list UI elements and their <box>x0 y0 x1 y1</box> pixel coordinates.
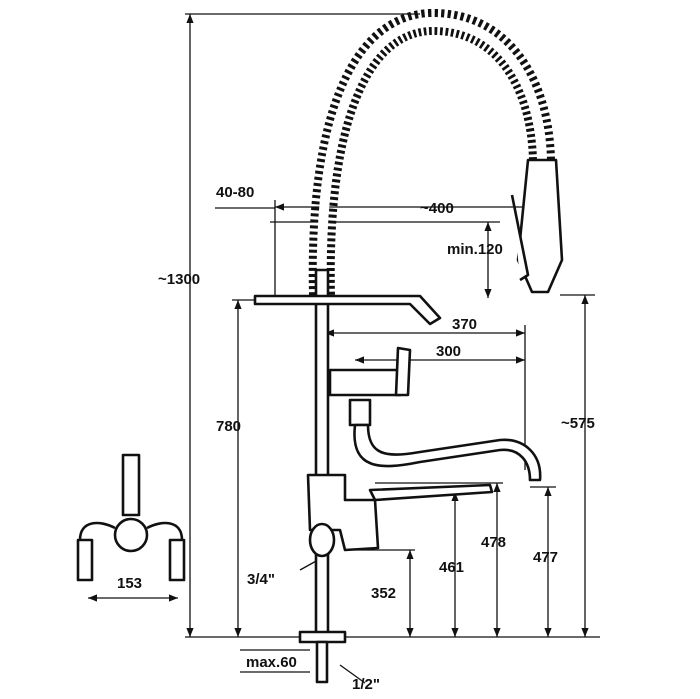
spray-head <box>516 158 564 294</box>
mixer-lever <box>368 483 494 502</box>
label-300: 300 <box>436 343 461 360</box>
label-3-4: 3/4" <box>247 571 275 588</box>
label-max-60: max.60 <box>246 654 297 671</box>
label-575: ~575 <box>561 415 595 432</box>
lower-spout <box>353 423 542 482</box>
support-arm <box>253 294 442 326</box>
label-min-120: min.120 <box>447 241 503 258</box>
label-1300: ~1300 <box>158 271 200 288</box>
label-1-2: 1/2" <box>352 676 380 693</box>
label-40-80: 40-80 <box>216 184 254 201</box>
label-478: 478 <box>481 534 506 551</box>
label-352: 352 <box>371 585 396 602</box>
label-461: 461 <box>439 559 464 576</box>
spout-valve <box>328 368 402 397</box>
base-plate <box>298 630 347 644</box>
faucet-body <box>253 8 564 684</box>
wall-mount-view <box>76 453 186 582</box>
dimension-labels: 40-80 ~400 min.120 ~1300 370 300 780 ~57… <box>117 184 595 693</box>
label-780: 780 <box>216 418 241 435</box>
label-370: 370 <box>452 316 477 333</box>
center-pipe <box>314 268 330 642</box>
label-400: ~400 <box>420 200 454 217</box>
label-477: 477 <box>533 549 558 566</box>
label-153: 153 <box>117 575 142 592</box>
